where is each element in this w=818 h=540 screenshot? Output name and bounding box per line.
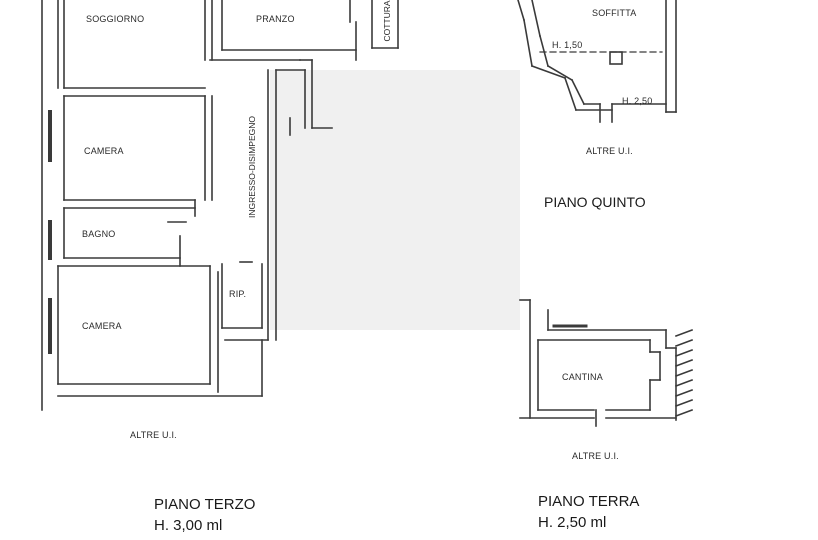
room-label-pranzo: PRANZO [256,14,295,24]
piano-quinto-walls [517,0,677,123]
neighbors-label-terzo: ALTRE U.I. [130,430,177,440]
room-label-soggiorno: SOGGIORNO [86,14,145,24]
piano-terzo-walls [41,0,399,411]
room-label-bagno: BAGNO [82,229,116,239]
room-label-cottura: COTTURA [382,0,392,42]
watermark [270,70,520,330]
room-label-camera-1: CAMERA [84,146,124,156]
floor-height-terra: H. 2,50 ml [538,514,607,531]
floor-height-terzo: H. 3,00 ml [154,517,223,534]
height-label-high: H. 2,50 [622,96,653,106]
piano-terra-walls [519,299,694,427]
room-label-soffitta: SOFFITTA [592,8,637,18]
floor-title-terra: PIANO TERRA [538,493,640,510]
neighbors-label-quinto: ALTRE U.I. [586,146,633,156]
room-label-camera-2: CAMERA [82,321,122,331]
height-label-low: H. 1,50 [552,40,583,50]
room-label-ingresso-disimpegno: INGRESSO-DISIMPEGNO [247,116,257,219]
floor-title-quinto: PIANO QUINTO [544,194,646,210]
neighbors-label-terra: ALTRE U.I. [572,451,619,461]
room-label-cantina: CANTINA [562,372,603,382]
floor-title-terzo: PIANO TERZO [154,496,256,513]
room-label-ripostiglio: RIP. [229,289,247,299]
